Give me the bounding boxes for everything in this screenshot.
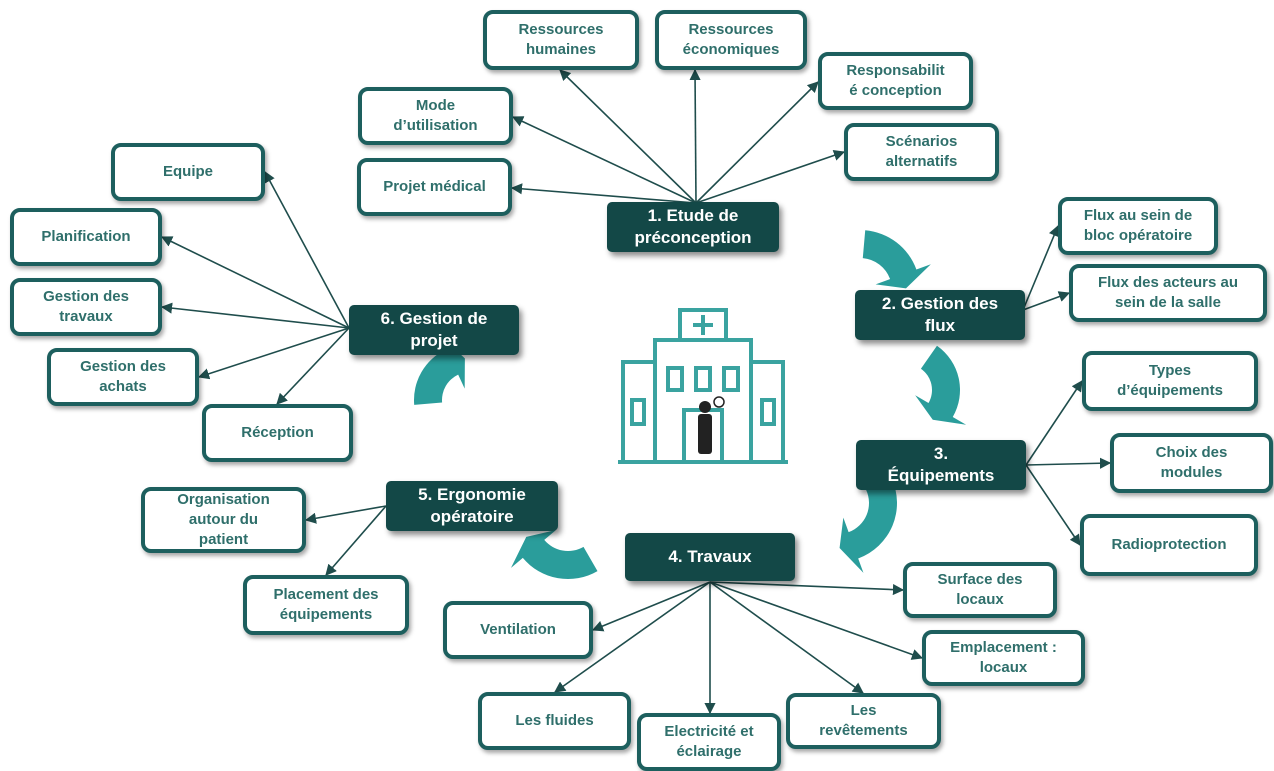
stage-5-ergonomie-operatoire: 5. Ergonomie opératoire — [386, 481, 558, 531]
leaf-equipe: Equipe — [111, 143, 265, 201]
connector-line — [709, 581, 905, 596]
connector-lines — [160, 68, 1112, 715]
connector-line — [1025, 380, 1083, 466]
connector-line — [1022, 291, 1071, 311]
connector-line — [709, 581, 864, 694]
leaf-surface-locaux: Surface des locaux — [903, 562, 1057, 618]
leaf-responsabilite-conception: Responsabilit é conception — [818, 52, 973, 110]
leaf-flux-bloc-operatoire: Flux au sein de bloc opératoire — [1058, 197, 1218, 255]
stage-4-travaux: 4. Travaux — [625, 533, 795, 581]
leaf-gestion-achats: Gestion des achats — [47, 348, 199, 406]
leaf-ressources-humaines: Ressources humaines — [483, 10, 639, 70]
connector-line — [559, 69, 697, 204]
leaf-gestion-travaux: Gestion des travaux — [10, 278, 162, 336]
connector-line — [591, 581, 711, 632]
connector-line — [554, 581, 711, 693]
leaf-planification: Planification — [10, 208, 162, 266]
connector-line — [276, 327, 350, 405]
leaf-emplacement-locaux: Emplacement : locaux — [922, 630, 1085, 686]
stage-1-etude-preconception: 1. Etude de préconception — [607, 202, 779, 252]
connector-line — [695, 149, 846, 204]
connector-line — [325, 505, 387, 576]
connector-line — [1025, 457, 1112, 469]
leaf-ressources-economiques: Ressources économiques — [655, 10, 807, 70]
cycle-arrow-1-to-2 — [862, 230, 931, 289]
connector-line — [695, 81, 819, 204]
hospital-building-icon — [618, 308, 788, 464]
connector-line — [197, 327, 350, 380]
connector-line — [1025, 464, 1081, 546]
leaf-types-equipements: Types d’équipements — [1082, 351, 1258, 411]
connector-line — [264, 171, 350, 329]
leaf-flux-acteurs-salle: Flux des acteurs au sein de la salle — [1069, 264, 1267, 322]
cycle-arrow-3-to-4 — [839, 478, 897, 573]
leaf-electricite-eclairage: Electricité et éclairage — [637, 713, 781, 771]
leaf-mode-utilisation: Mode d’utilisation — [358, 87, 513, 145]
leaf-choix-modules: Choix des modules — [1110, 433, 1273, 493]
connector-line — [160, 236, 350, 329]
connector-line — [304, 505, 387, 524]
leaf-les-fluides: Les fluides — [478, 692, 631, 750]
leaf-placement-equipements: Placement des équipements — [243, 575, 409, 635]
cycle-arrow-2-to-3 — [915, 345, 967, 425]
connector-line — [709, 581, 924, 660]
leaf-ventilation: Ventilation — [443, 601, 593, 659]
leaf-organisation-patient: Organisation autour du patient — [141, 487, 306, 553]
connector-line — [511, 116, 697, 204]
leaf-radioprotection: Radioprotection — [1080, 514, 1258, 576]
cycle-arrow-4-to-5 — [511, 530, 598, 580]
connector-line — [689, 68, 701, 204]
leaf-scenarios-alternatifs: Scénarios alternatifs — [844, 123, 999, 181]
stage-6-gestion-projet: 6. Gestion de projet — [349, 305, 519, 355]
leaf-les-revetements: Les revêtements — [786, 693, 941, 749]
stage-3-equipements: 3. Équipements — [856, 440, 1026, 490]
connector-line — [160, 302, 350, 329]
stage-2-gestion-flux: 2. Gestion des flux — [855, 290, 1025, 340]
leaf-projet-medical: Projet médical — [357, 158, 512, 216]
connector-line — [510, 183, 697, 204]
connector-line — [1022, 224, 1060, 311]
leaf-reception: Réception — [202, 404, 353, 462]
